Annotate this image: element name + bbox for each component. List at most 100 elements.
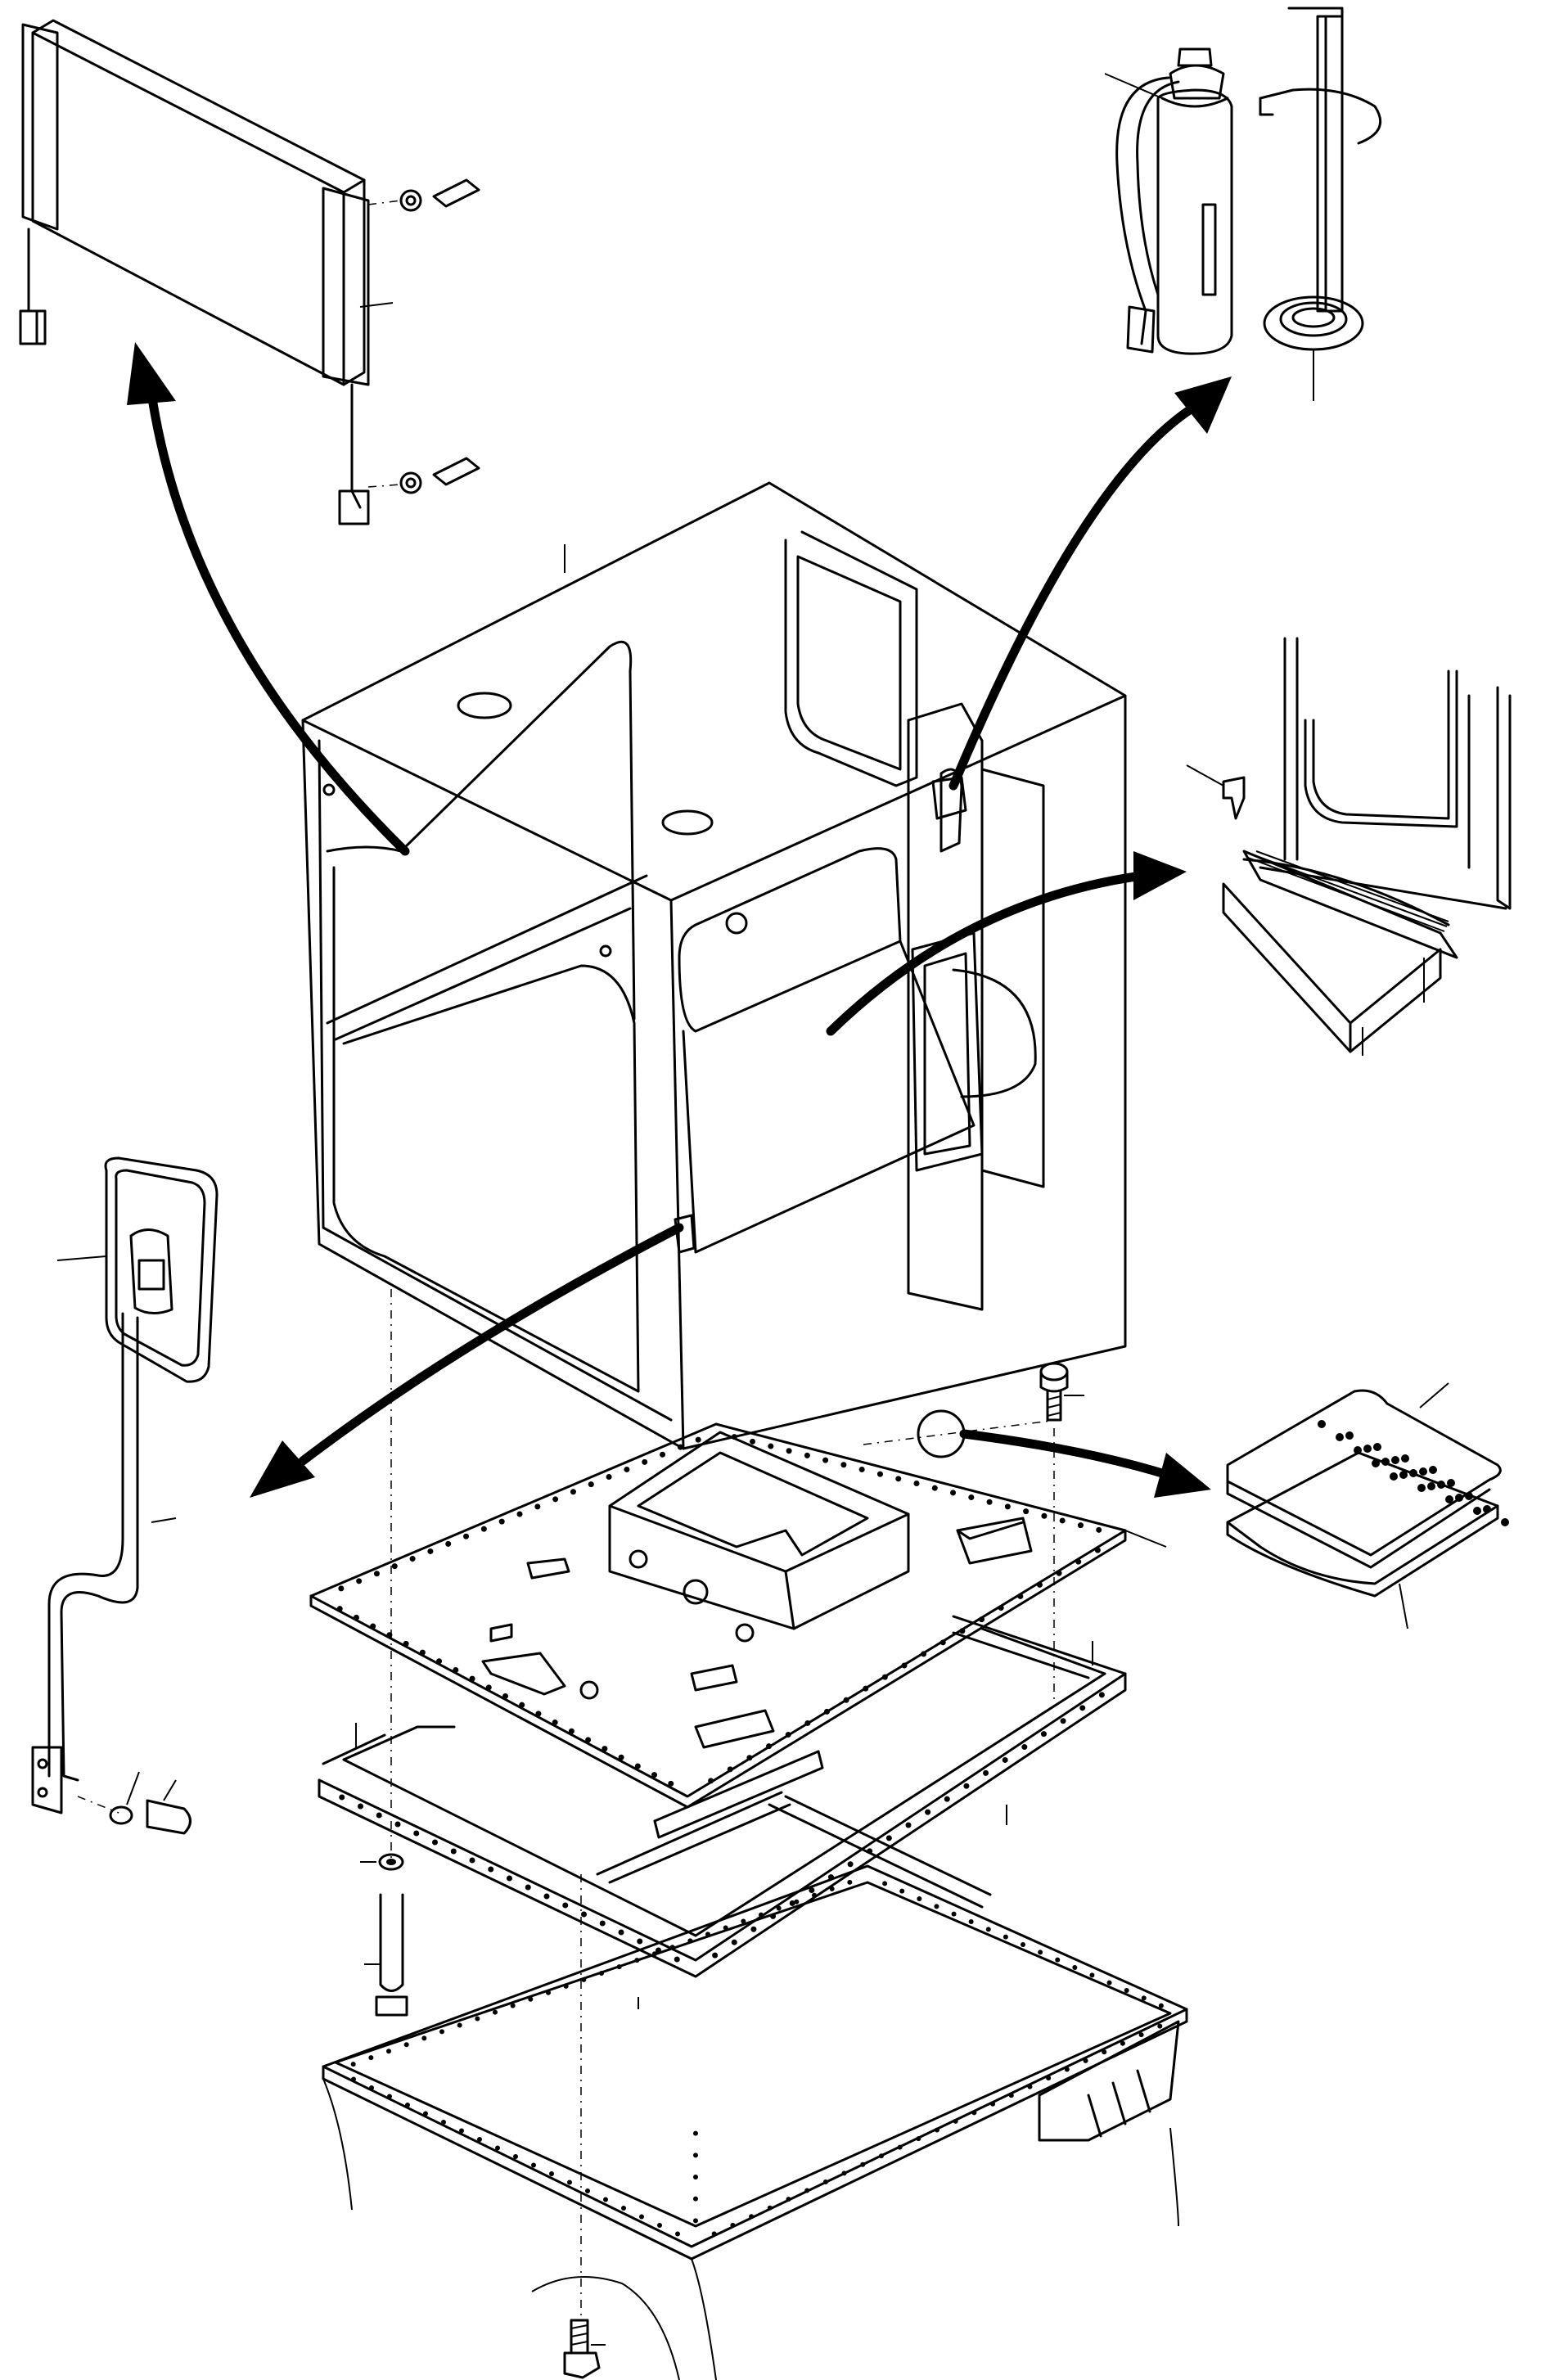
floor-plate	[309, 1422, 1167, 1809]
rivet	[535, 1711, 542, 1717]
rivet	[637, 1938, 643, 1945]
rivet	[450, 1848, 457, 1855]
rivet	[525, 1884, 531, 1891]
rivet	[1040, 1731, 1047, 1738]
rivet	[606, 1474, 612, 1481]
rivet	[829, 1886, 835, 1891]
rivet	[1060, 1718, 1066, 1724]
rivet	[711, 2231, 717, 2237]
rivet	[1046, 2076, 1052, 2081]
rivet	[516, 1511, 523, 1517]
rivet	[1008, 2093, 1014, 2098]
rivet	[750, 1438, 756, 1445]
rivet	[931, 1485, 938, 1491]
rivet	[804, 1452, 810, 1458]
rivet	[990, 2101, 996, 2107]
rivet	[1056, 1570, 1062, 1576]
rivet	[986, 1499, 993, 1505]
rivet	[1017, 1593, 1024, 1599]
rivet	[785, 1732, 791, 1738]
rivet	[370, 1623, 376, 1629]
rivet	[459, 2128, 464, 2134]
chassis-frame	[322, 1864, 1188, 2380]
rivet	[786, 1448, 792, 1454]
rivet	[979, 1616, 985, 1623]
rivet	[519, 1702, 525, 1708]
rivet	[858, 1466, 865, 1472]
rivet	[669, 1945, 675, 1950]
mat-stud	[1372, 1459, 1380, 1467]
mirror	[31, 1156, 219, 1835]
rivet	[731, 1939, 737, 1945]
rivet	[495, 2145, 500, 2151]
mat-stud	[1473, 1507, 1481, 1515]
rivet	[403, 2042, 409, 2048]
rivet	[475, 2016, 480, 2022]
mat-stud	[1455, 1494, 1463, 1502]
rivet	[427, 1548, 434, 1554]
mat-stud	[1429, 1466, 1437, 1474]
rivet	[695, 1436, 701, 1443]
rivet	[469, 1857, 475, 1864]
rivet	[546, 1990, 551, 1995]
rivet	[674, 1956, 680, 1963]
rivet	[693, 2196, 698, 2202]
rivet	[477, 2137, 482, 2142]
rivet	[602, 1746, 608, 1752]
rivet	[935, 2127, 939, 2133]
rivet	[1094, 1547, 1101, 1553]
rivet	[804, 1720, 811, 1726]
rivet	[998, 1605, 1004, 1611]
rivet	[885, 1835, 892, 1841]
mat-stud	[1445, 1495, 1453, 1503]
rivet	[882, 1881, 888, 1886]
rivet	[534, 1503, 541, 1510]
rivet	[376, 1812, 382, 1819]
rivet	[953, 2118, 958, 2124]
rivet	[1041, 1512, 1048, 1519]
rivet	[570, 1489, 576, 1495]
bolt-floor	[1039, 1362, 1084, 1422]
mat-stud	[1501, 1518, 1509, 1526]
rivet	[493, 2009, 498, 2015]
rivet	[421, 2035, 427, 2041]
rivet	[642, 1458, 648, 1465]
rivet	[513, 2154, 518, 2159]
rivet	[1106, 1980, 1112, 1986]
rivet	[1059, 1517, 1066, 1524]
rivet	[386, 2049, 391, 2054]
rivet	[925, 1809, 931, 1815]
rivet	[356, 1578, 363, 1584]
rivet	[1027, 2084, 1033, 2089]
mat-stud	[1409, 1469, 1417, 1477]
rivet	[843, 1697, 849, 1703]
rivet	[657, 2223, 662, 2228]
rivet	[387, 2094, 392, 2099]
door-seal-strip	[1186, 637, 1512, 1056]
rivet	[457, 2022, 462, 2028]
rivet	[616, 1964, 622, 1970]
rivet	[1124, 1988, 1129, 1993]
rivet	[712, 1952, 719, 1959]
rivet	[867, 1848, 873, 1855]
rivet	[749, 2214, 755, 2220]
rivet	[1083, 2058, 1088, 2063]
rivet	[951, 1911, 957, 1917]
rivet	[419, 1649, 426, 1656]
rivet	[531, 2162, 536, 2168]
mat-stud	[1363, 1445, 1372, 1453]
rivet	[581, 1911, 587, 1918]
rivet	[1089, 1972, 1095, 1978]
rivet	[624, 1466, 630, 1472]
rivet	[1138, 2032, 1144, 2038]
rivet	[901, 1662, 908, 1669]
rivet	[441, 2120, 446, 2125]
rivet	[350, 2062, 356, 2067]
rivet	[351, 2076, 356, 2082]
rivet	[840, 1462, 847, 1468]
rivet	[1021, 1744, 1028, 1751]
cab-shell	[301, 481, 1127, 1450]
rivet	[353, 1614, 359, 1620]
rivet	[480, 1526, 487, 1532]
